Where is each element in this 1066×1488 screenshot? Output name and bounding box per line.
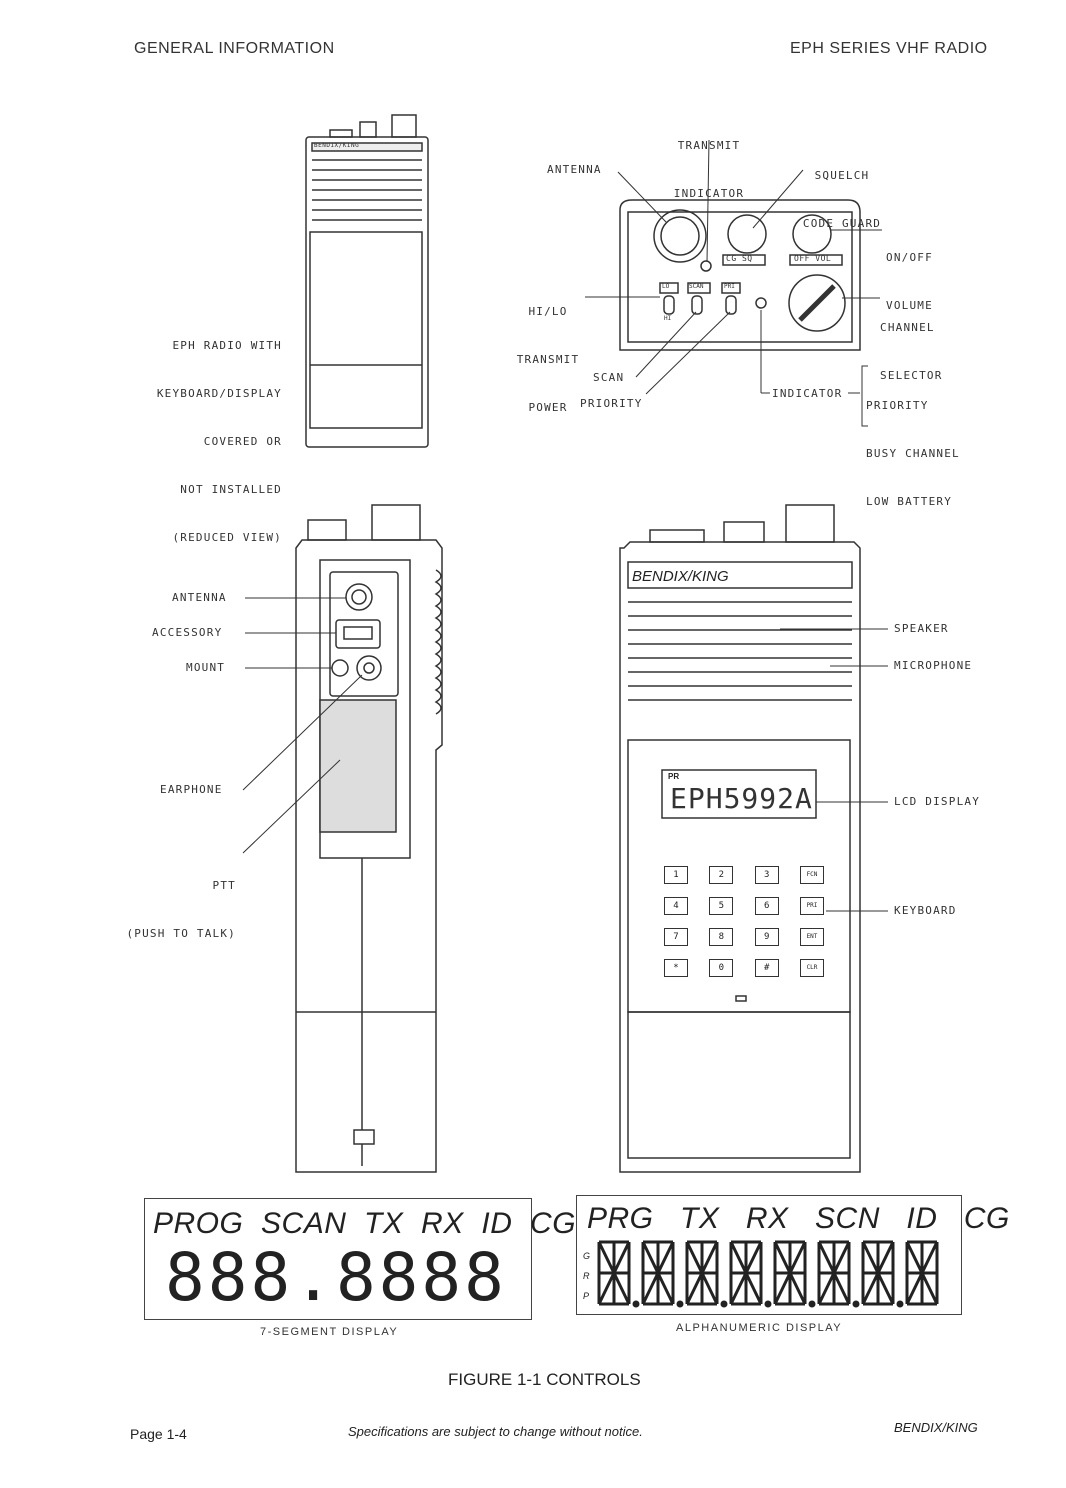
alnum-char <box>861 1240 904 1308</box>
alphanumeric-display: PRG TX RX SCN ID CG G R P <box>576 1195 1009 1315</box>
label-ptt: PTT (PUSH TO TALK) <box>126 879 236 940</box>
knob-label-off-vol: OFF VOL <box>794 254 832 263</box>
side-view-leaders <box>242 597 363 854</box>
key-6[interactable]: 6 <box>754 897 779 915</box>
label-channel: CHANNEL SELECTOR <box>880 321 943 382</box>
reduced-view-brand: BENDIX/KING <box>314 142 360 149</box>
reduced-view-caption: EPH RADIO WITH KEYBOARD/DISPLAY COVERED … <box>156 339 282 544</box>
label-speaker: SPEAKER <box>894 622 949 635</box>
alnum-char <box>597 1240 640 1308</box>
lcd-small-label: PR <box>668 772 680 781</box>
key-4[interactable]: 4 <box>664 897 688 915</box>
figure-title: FIGURE 1-1 CONTROLS <box>448 1370 641 1389</box>
seven-segment-digits: 888.8888 <box>165 1239 507 1316</box>
seven-segment-display: PROG SCAN TX RX ID CG 888.8888 <box>144 1198 576 1320</box>
switch-label-scan: SCAN <box>689 283 704 290</box>
key-ent[interactable]: ENT <box>799 928 824 946</box>
label-antenna-side: ANTENNA <box>172 591 227 604</box>
label-mount: MOUNT <box>186 661 226 674</box>
footer-page: Page 1-4 <box>130 1426 187 1442</box>
key-clr[interactable]: CLR <box>799 959 824 977</box>
key-7[interactable]: 7 <box>664 928 688 946</box>
label-indicator: INDICATOR <box>772 387 843 400</box>
seven-segment-title: PROG SCAN TX RX ID CG <box>153 1207 577 1240</box>
footer-brand: BENDIX/KING <box>894 1420 978 1435</box>
label-hilo: HI/LO TRANSMIT POWER <box>516 305 580 414</box>
alnum-char <box>773 1240 816 1308</box>
switch-label-pri: PRI <box>724 283 735 290</box>
alnum-char <box>641 1240 684 1308</box>
key-3[interactable]: 3 <box>754 866 779 884</box>
alnum-char <box>729 1240 772 1308</box>
switch-label-hi: HI <box>664 315 672 322</box>
knob-label-cg-sq: CG SQ <box>726 254 753 263</box>
label-squelch: SQUELCH CODE GUARD <box>802 169 882 230</box>
seven-segment-caption: 7-SEGMENT DISPLAY <box>260 1326 399 1338</box>
label-earphone: EARPHONE <box>160 783 223 796</box>
key-9[interactable]: 9 <box>754 928 779 946</box>
header-right: EPH SERIES VHF RADIO <box>790 40 988 57</box>
label-lcd-display: LCD DISPLAY <box>894 795 981 808</box>
label-accessory: ACCESSORY <box>152 626 223 639</box>
key-5[interactable]: 5 <box>709 897 734 915</box>
keypad: 1 2 3 FCN 4 5 6 PRI 7 8 9 ENT * 0 # CLR <box>664 866 824 977</box>
key-hash[interactable]: # <box>754 959 779 977</box>
key-1[interactable]: 1 <box>664 866 688 884</box>
key-8[interactable]: 8 <box>709 928 734 946</box>
label-microphone: MICROPHONE <box>894 659 973 672</box>
front-brand: BENDIX/KING <box>632 568 729 585</box>
alnum-char <box>685 1240 728 1308</box>
label-keyboard: KEYBOARD <box>894 904 957 917</box>
reduced-view-radio <box>305 114 429 448</box>
key-star[interactable]: * <box>664 959 688 977</box>
key-0[interactable]: 0 <box>709 959 734 977</box>
footer-notice: Specifications are subject to change wit… <box>348 1424 643 1439</box>
header-left: GENERAL INFORMATION <box>134 40 335 57</box>
label-antenna-top: ANTENNA <box>547 163 602 176</box>
alnum-char <box>905 1240 939 1306</box>
alnum-char <box>817 1240 860 1308</box>
label-scan: SCAN <box>593 371 625 384</box>
label-on-off: ON/OFF VOLUME <box>886 251 933 312</box>
top-panel-view <box>619 199 861 351</box>
key-fcn[interactable]: FCN <box>799 866 824 884</box>
alphanumeric-side-letters: G R P <box>583 1251 591 1301</box>
top-panel-leaders <box>585 139 882 427</box>
side-view-radio <box>295 504 443 1173</box>
alphanumeric-caption: ALPHANUMERIC DISPLAY <box>676 1322 843 1334</box>
front-view-radio <box>619 504 861 1173</box>
key-pri[interactable]: PRI <box>799 897 824 915</box>
indicator-list: PRIORITY BUSY CHANNEL LOW BATTERY <box>866 399 960 508</box>
alphanumeric-segments <box>597 1240 939 1308</box>
label-transmit-indicator: TRANSMIT INDICATOR <box>673 139 745 200</box>
key-2[interactable]: 2 <box>709 866 734 884</box>
switch-label-lo: LO <box>662 283 670 290</box>
alphanumeric-title: PRG TX RX SCN ID CG <box>587 1202 1010 1235</box>
label-priority: PRIORITY <box>580 397 643 410</box>
lcd-text: EPH5992A <box>670 782 813 815</box>
front-view-leaders <box>780 628 888 912</box>
